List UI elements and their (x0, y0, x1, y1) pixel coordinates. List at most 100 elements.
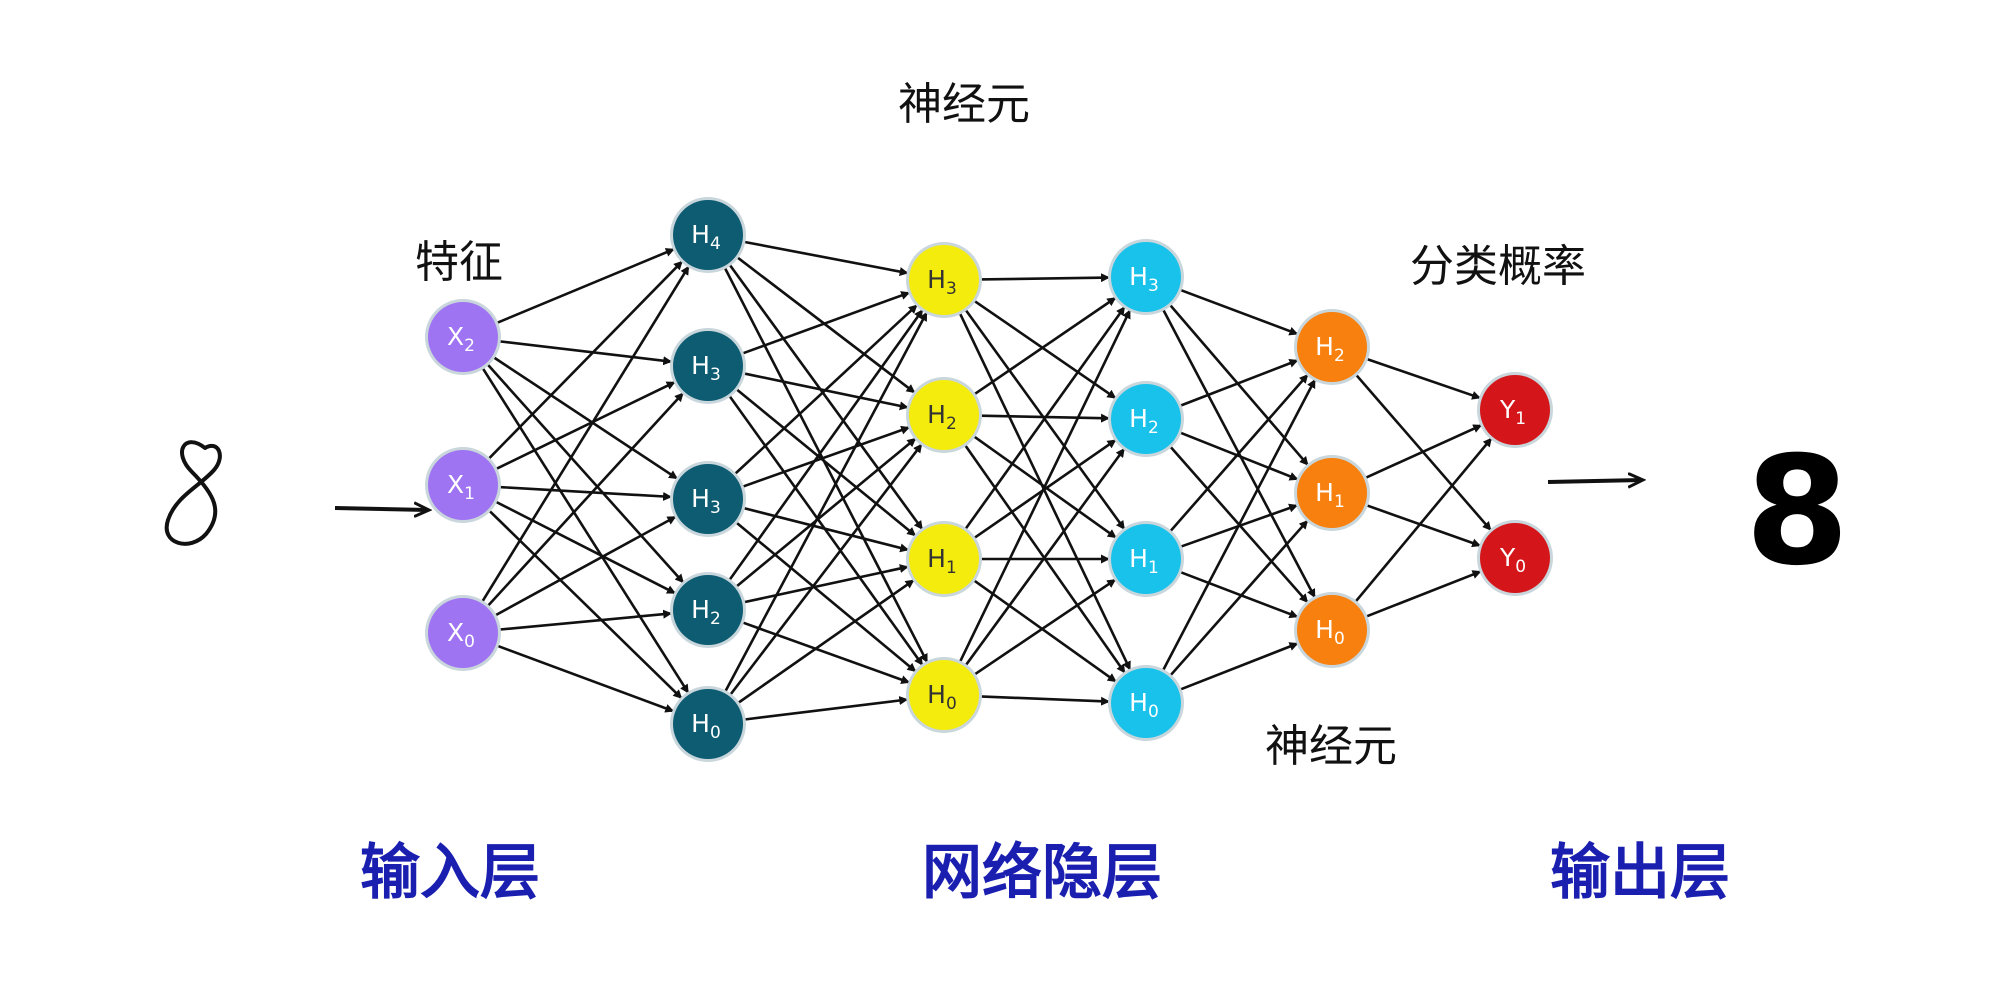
connection-edge (492, 355, 678, 480)
connection-edge (1168, 519, 1309, 677)
connection-edge (958, 309, 1132, 664)
node-circle (673, 689, 743, 759)
hidden-layer-4-node: H2 (1294, 309, 1370, 385)
connection-edge (1179, 570, 1299, 619)
connection-edge (1365, 570, 1482, 619)
hidden-layer-4-node: H1 (1294, 455, 1370, 531)
connection-edge (1179, 359, 1299, 408)
output-layer-node: Y0 (1477, 520, 1553, 596)
connection-edge (1168, 373, 1309, 533)
node-label: H4 (691, 220, 721, 254)
node-label: X1 (447, 470, 475, 504)
node-label: Y1 (1499, 395, 1526, 429)
hidden-layer-3-node: H3 (1108, 239, 1184, 315)
output-digit: 8 (1745, 425, 1850, 599)
hidden-layer-label: 网络隐层 (922, 838, 1162, 908)
connection-edge (727, 309, 924, 582)
node-circle (909, 660, 979, 730)
connection-edge (733, 304, 918, 476)
input-arrow (334, 508, 428, 510)
node-label: H3 (691, 484, 721, 518)
connection-edge (958, 311, 1132, 671)
connection-edge (495, 248, 675, 325)
neuron-nodes: X2X1X0H4H3H3H2H0H3H2H1H0H3H2H1H0H2H1H0Y1… (425, 197, 1553, 762)
connection-edge (480, 265, 690, 604)
output-arrow (1547, 480, 1642, 482)
node-circle (1297, 458, 1367, 528)
hidden-layer-1-node: H2 (670, 572, 746, 648)
connection-edges (480, 240, 1493, 721)
annotation-features: 特征 (415, 237, 503, 288)
connection-edge (486, 392, 684, 608)
node-label: H2 (691, 595, 721, 629)
connection-edge (741, 291, 911, 355)
hidden-layer-1-node: H4 (670, 197, 746, 273)
connection-edge (736, 579, 915, 705)
node-circle (428, 450, 498, 520)
hidden-layer-1-node: H3 (670, 328, 746, 404)
node-label: H0 (927, 680, 957, 714)
connection-edge (1354, 437, 1493, 604)
connection-edge (493, 515, 677, 617)
connection-edge (979, 273, 1111, 283)
node-label: H1 (927, 544, 957, 578)
connection-edge (494, 380, 676, 471)
node-circle (1297, 312, 1367, 382)
node-label: H0 (1129, 688, 1159, 722)
hidden-layer-1-node: H0 (670, 686, 746, 762)
connection-edge (723, 266, 929, 663)
connection-edge (498, 339, 673, 366)
handwritten-digit-input (164, 440, 222, 546)
node-circle (673, 464, 743, 534)
connection-edge (972, 299, 1117, 400)
connection-edge (487, 260, 684, 461)
connection-edge (1364, 424, 1483, 480)
node-label: H1 (1315, 478, 1345, 512)
input-layer-node: X1 (425, 447, 501, 523)
connection-edge (741, 425, 911, 489)
connection-edge (486, 362, 685, 584)
connection-edge (498, 485, 673, 501)
node-circle (428, 598, 498, 668)
node-circle (673, 200, 743, 270)
node-label: H3 (691, 351, 721, 385)
connection-edge (1179, 642, 1299, 692)
connection-edge (964, 448, 1126, 667)
hidden-layer-3-node: H1 (1108, 521, 1184, 597)
connection-edge (1178, 431, 1299, 481)
output-layer-label: 输出层 (1550, 838, 1730, 908)
hidden-layer-3-node: H0 (1108, 665, 1184, 741)
node-circle (1480, 523, 1550, 593)
node-circle (428, 302, 498, 372)
annotation-neuron-bottom: 神经元 (1265, 721, 1397, 772)
connection-edge (498, 609, 673, 631)
connection-edge (734, 437, 917, 589)
connection-edge (973, 578, 1117, 676)
connection-edge (494, 500, 676, 595)
connection-edge (496, 644, 675, 713)
connection-edge (1179, 288, 1299, 336)
input-layer-node: X0 (425, 595, 501, 671)
connection-edge (972, 296, 1117, 396)
node-label: H0 (691, 709, 721, 743)
node-label: H2 (927, 400, 957, 434)
node-label: H0 (1315, 615, 1345, 649)
connection-edge (979, 695, 1111, 706)
connection-edge (742, 506, 910, 553)
node-label: H3 (927, 265, 957, 299)
input-layer-label: 输入层 (360, 838, 540, 908)
node-circle (673, 331, 743, 401)
node-label: X0 (447, 618, 475, 652)
connection-edge (481, 366, 690, 694)
node-label: H2 (1315, 332, 1345, 366)
connection-edge (728, 263, 924, 530)
hidden-layer-2-node: H3 (906, 242, 982, 318)
node-label: X2 (447, 322, 475, 356)
node-circle (909, 380, 979, 450)
connection-edge (1168, 303, 1309, 466)
node-label: H3 (1129, 262, 1159, 296)
connection-edge (1365, 357, 1481, 400)
node-circle (1111, 242, 1181, 312)
hidden-layer-2-node: H2 (906, 377, 982, 453)
